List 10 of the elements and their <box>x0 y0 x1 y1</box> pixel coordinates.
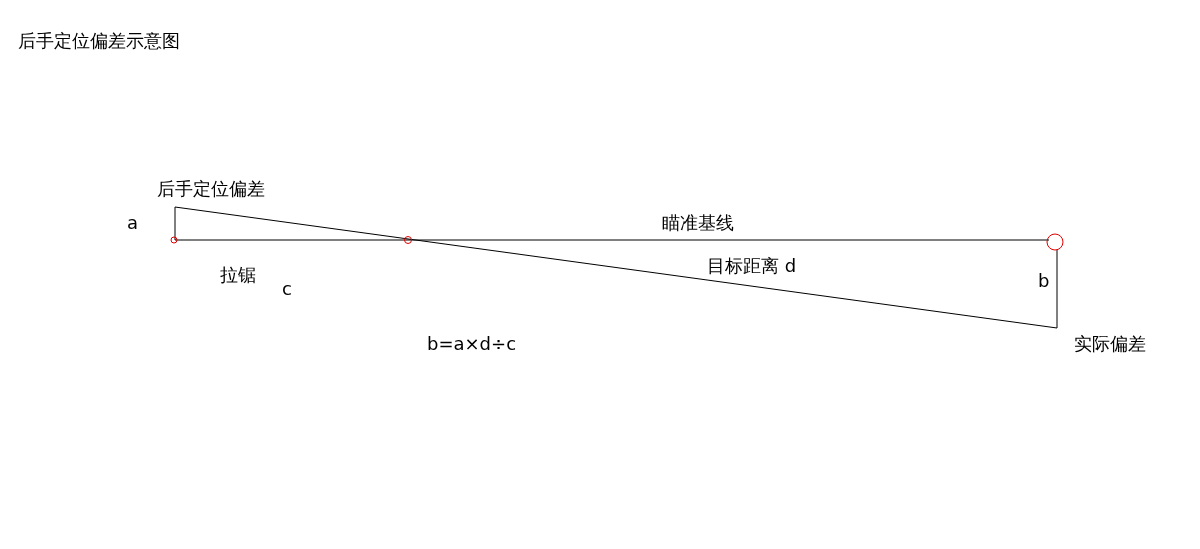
point-label: 实际偏差 <box>1074 333 1146 355</box>
line-label: 瞄准基线 <box>662 212 734 234</box>
distance-label: 拉锯 <box>220 264 256 286</box>
formula: b=a×d÷c <box>427 333 517 355</box>
distance-label: 目标距离 d <box>707 255 797 277</box>
title: 后手定位偏差示意图 <box>18 30 180 52</box>
variable-label: c <box>282 278 292 300</box>
variable-label: a <box>127 212 139 234</box>
variable-label: b <box>1038 270 1050 292</box>
point-label: 后手定位偏差 <box>157 178 265 200</box>
